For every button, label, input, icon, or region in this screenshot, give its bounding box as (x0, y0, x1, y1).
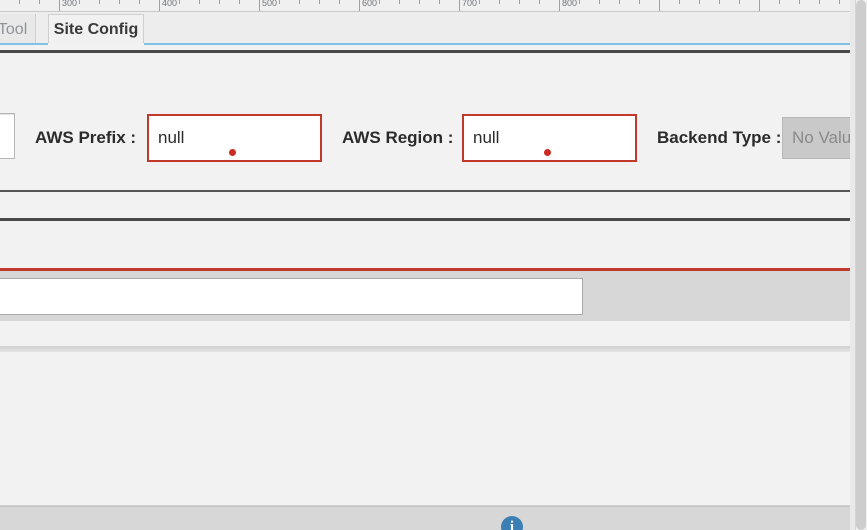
ruler-minor-tick (419, 0, 420, 4)
ruler-minor-tick (119, 0, 120, 4)
ruler-minor-tick (779, 0, 780, 4)
ruler-label: 300 (62, 0, 78, 8)
search-input[interactable] (0, 278, 583, 315)
ruler-major-tick (559, 0, 560, 11)
ruler-label: 800 (562, 0, 578, 8)
aws-prefix-value: null (158, 128, 185, 147)
ruler-minor-tick (279, 0, 280, 4)
ruler-minor-tick (839, 0, 840, 4)
ruler-label: 700 (462, 0, 478, 8)
tab-y-tool[interactable]: y Tool (0, 14, 36, 45)
ruler-major-tick (259, 0, 260, 11)
vertical-scrollbar-thumb[interactable] (856, 0, 866, 530)
tab-label: y Tool (0, 20, 28, 38)
ruler-minor-tick (99, 0, 100, 4)
backend-type-value: No Value (792, 128, 855, 147)
ruler-major-tick (59, 0, 60, 11)
ruler-minor-tick (39, 0, 40, 4)
ruler-minor-tick (599, 0, 600, 4)
tab-active-indicator (48, 43, 144, 45)
divider-top (0, 50, 855, 53)
ruler-major-tick (159, 0, 160, 11)
ruler-minor-tick (79, 0, 80, 4)
aws-region-label: AWS Region : (342, 128, 454, 147)
form-row: AWS Prefix : null AWS Region : null Back… (0, 56, 855, 186)
ruler-minor-tick (379, 0, 380, 4)
ruler-major-tick (459, 0, 460, 11)
ruler-minor-tick (679, 0, 680, 4)
ruler-minor-tick (699, 0, 700, 4)
tab-label: Site Config (53, 21, 139, 38)
divider-form-bottom (0, 190, 855, 192)
ruler-minor-tick (479, 0, 480, 4)
ruler-minor-tick (199, 0, 200, 4)
ruler-minor-tick (399, 0, 400, 4)
ruler-label: 600 (362, 0, 378, 8)
ruler-minor-tick (319, 0, 320, 4)
ruler-major-tick (659, 0, 660, 11)
panel-shadow (0, 347, 867, 355)
ruler-minor-tick (239, 0, 240, 4)
ruler-minor-tick (499, 0, 500, 4)
ruler-minor-tick (339, 0, 340, 4)
panel-hairline (0, 346, 867, 347)
info-icon-glyph: i (509, 518, 515, 530)
tab-bar: y Tool Site Config (0, 12, 867, 45)
ruler-minor-tick (539, 0, 540, 4)
ruler-major-tick (759, 0, 760, 11)
divider-section (0, 218, 855, 221)
search-band (0, 271, 850, 321)
ruler-minor-tick (819, 0, 820, 4)
ruler-minor-tick (619, 0, 620, 4)
aws-prefix-label: AWS Prefix : (35, 128, 137, 147)
ruler-minor-tick (19, 0, 20, 4)
partial-input-left[interactable] (0, 113, 15, 159)
ruler-minor-tick (739, 0, 740, 4)
aws-region-required-marker (544, 149, 551, 156)
tab-underline (0, 43, 867, 45)
ruler-minor-tick (139, 0, 140, 4)
panel-empty-main (0, 352, 867, 505)
ruler-minor-tick (639, 0, 640, 4)
panel-bottom-hairline (0, 505, 867, 506)
ruler-minor-tick (579, 0, 580, 4)
divider-error-line (0, 268, 855, 271)
ruler-label: 500 (262, 0, 278, 8)
horizontal-ruler: 300 400 500 600 700 800 (0, 0, 867, 12)
ruler-minor-tick (219, 0, 220, 4)
aws-prefix-required-marker (229, 149, 236, 156)
info-icon[interactable]: i (501, 516, 523, 530)
aws-region-value: null (473, 128, 500, 147)
backend-type-label: Backend Type : (657, 128, 782, 147)
ruler-minor-tick (719, 0, 720, 4)
ruler-minor-tick (799, 0, 800, 4)
ruler-minor-tick (179, 0, 180, 4)
vertical-scrollbar-track[interactable] (855, 0, 867, 530)
ruler-label: 400 (162, 0, 178, 8)
backend-type-input[interactable]: No Value (782, 117, 855, 159)
panel-strip (0, 321, 855, 347)
scroll-gutter (850, 0, 855, 530)
tab-site-config[interactable]: Site Config (48, 14, 144, 45)
ruler-minor-tick (299, 0, 300, 4)
ruler-minor-tick (439, 0, 440, 4)
ruler-minor-tick (519, 0, 520, 4)
ruler-major-tick (359, 0, 360, 11)
panel-empty-upper (0, 221, 855, 267)
status-bar (0, 506, 867, 530)
